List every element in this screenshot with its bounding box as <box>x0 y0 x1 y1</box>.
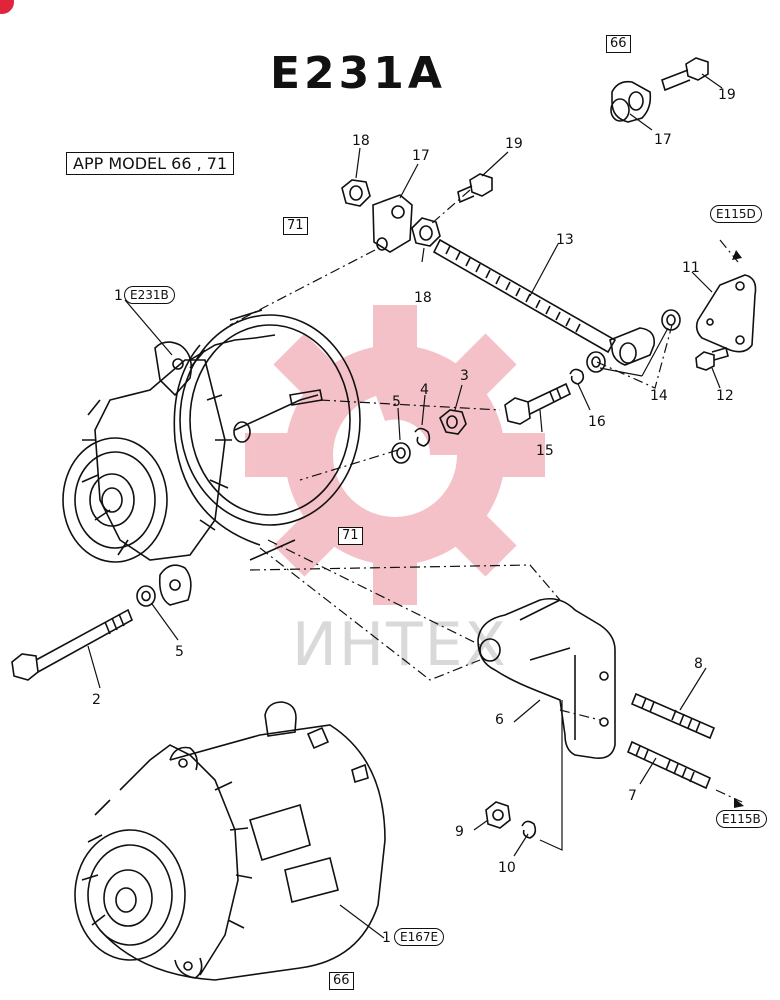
part-number-1-lower: 1 <box>382 930 391 946</box>
part-number-8: 8 <box>694 656 703 672</box>
bolt-12 <box>695 347 729 371</box>
alternator-lower <box>74 701 386 981</box>
spacer-17-top <box>610 80 652 123</box>
model-tag-71-middle: 71 <box>338 527 363 545</box>
part-number-5-upper: 5 <box>392 394 401 410</box>
model-tag-71-upper: 71 <box>283 217 308 235</box>
part-number-17-top: 17 <box>654 132 672 148</box>
part-number-16: 16 <box>588 414 606 430</box>
ref-label-e115b[interactable]: E115B <box>716 810 767 828</box>
washer-5-upper <box>391 442 411 464</box>
nut-18-upper <box>341 179 371 207</box>
nut-18-lower <box>411 217 441 247</box>
part-number-19-top: 19 <box>718 87 736 103</box>
part-number-13: 13 <box>556 232 574 248</box>
lockwasher-10 <box>521 820 537 839</box>
part-number-4: 4 <box>420 382 429 398</box>
part-number-1-upper: 1 <box>114 288 123 304</box>
part-number-9: 9 <box>455 824 464 840</box>
stud-7 <box>626 740 712 790</box>
ref-label-e167e[interactable]: E167E <box>394 928 445 946</box>
bolt-19-top <box>661 57 709 92</box>
bracket-11 <box>695 274 757 353</box>
bolt-19-upper <box>457 173 493 204</box>
ref-label-e231b[interactable]: E231B <box>124 286 175 304</box>
part-number-18-upper: 18 <box>352 133 370 149</box>
part-number-5-lower: 5 <box>175 644 184 660</box>
washers-14 <box>586 309 681 373</box>
spacer-17-upper <box>372 194 413 253</box>
part-number-18-lower: 18 <box>414 290 432 306</box>
lockwasher-16 <box>569 368 585 385</box>
leader-lines <box>87 73 723 939</box>
part-number-7: 7 <box>628 788 637 804</box>
part-number-6: 6 <box>495 712 504 728</box>
lockwasher-4 <box>414 427 431 447</box>
bolt-15 <box>504 382 572 425</box>
washer-5-lower <box>136 585 156 607</box>
bracket-6 <box>477 597 616 760</box>
stud-8 <box>630 692 716 740</box>
part-number-15: 15 <box>536 443 554 459</box>
part-number-2: 2 <box>92 692 101 708</box>
model-tag-66-top: 66 <box>606 35 631 53</box>
part-number-3: 3 <box>460 368 469 384</box>
part-number-17-upper: 17 <box>412 148 430 164</box>
model-tag-66-bottom: 66 <box>329 972 354 990</box>
part-number-12: 12 <box>716 388 734 404</box>
part-number-14: 14 <box>650 388 668 404</box>
ref-label-e115d[interactable]: E115D <box>710 205 762 223</box>
rod-13 <box>432 238 656 366</box>
nut-3 <box>439 409 467 435</box>
part-number-19-upper: 19 <box>505 136 523 152</box>
bolt-2 <box>11 608 134 681</box>
app-model-label: APP MODEL 66 , 71 <box>66 152 235 175</box>
ref-arrows <box>732 250 744 808</box>
watermark-text: ИНТЕХ <box>292 610 508 680</box>
alternator-upper <box>62 309 361 606</box>
part-number-11: 11 <box>682 260 700 276</box>
nut-9 <box>485 801 511 829</box>
part-number-10: 10 <box>498 860 516 876</box>
page-title: E231A <box>270 48 446 99</box>
